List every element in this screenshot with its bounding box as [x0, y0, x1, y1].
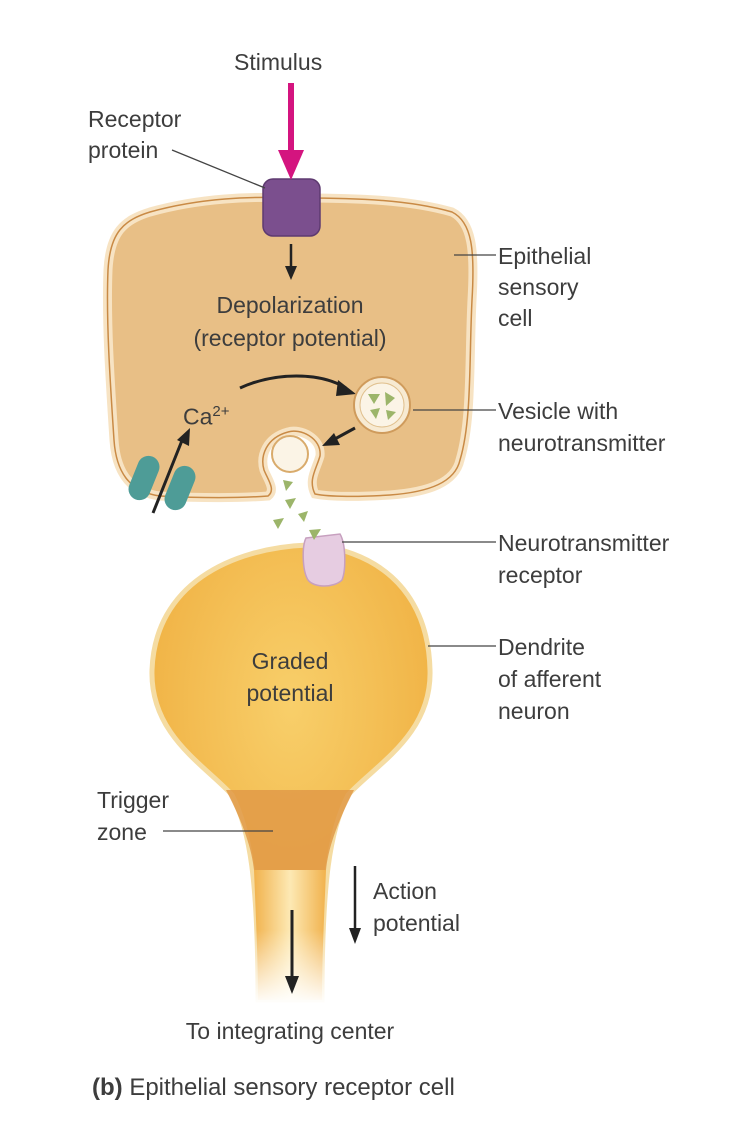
receptor-protein-label-line2: protein [88, 137, 159, 163]
exocytosis-vesicle [271, 435, 309, 473]
neurotransmitter-molecules [273, 480, 308, 529]
calcium-label: Ca2+ [183, 396, 230, 433]
receptor-protein [262, 178, 321, 237]
vesicle-label-line2: neurotransmitter [498, 430, 666, 456]
vesicle-to-membrane-arrow [322, 426, 356, 446]
dendrite-label-line3: neuron [498, 698, 570, 724]
dendrite-label-line2: of afferent [498, 666, 602, 692]
vesicle-label-line1: Vesicle with [498, 398, 619, 424]
depolarization-arrow [285, 244, 297, 280]
dendrite-label-line1: Dendrite [498, 634, 585, 660]
epithelial-label-line1: Epithelial [498, 243, 592, 269]
trigger-zone-label-line2: zone [97, 819, 147, 845]
ca-to-vesicle-arrow [239, 374, 356, 396]
vesicle-icon [353, 376, 411, 434]
trigger-zone-band [226, 790, 354, 870]
trigger-zone-label-line1: Trigger [97, 787, 169, 813]
figure-caption: (b) Epithelial sensory receptor cell [92, 1074, 455, 1102]
epithelial-label-line3: cell [498, 305, 533, 331]
graded-potential-label-line1: Graded [251, 648, 329, 674]
integrating-center-label: To integrating center [185, 1018, 395, 1044]
calcium-influx-arrow [151, 428, 190, 514]
action-potential-arrow [349, 866, 361, 944]
calcium-charge: 2+ [212, 403, 230, 420]
epithelial-label-line2: sensory [498, 274, 579, 300]
graded-potential-label-line2: potential [246, 680, 334, 706]
afferent-dendrite [149, 542, 433, 1005]
stimulus-label: Stimulus [234, 49, 323, 75]
leader-lines [163, 149, 496, 832]
calcium-symbol: Ca [183, 403, 213, 430]
depolarization-label-line1: Depolarization [216, 292, 364, 318]
receptor-protein-label-line1: Receptor [88, 106, 182, 132]
neurotransmitter-receptor [302, 529, 346, 587]
caption-text: Epithelial sensory receptor cell [129, 1074, 455, 1101]
caption-letter: (b) [92, 1074, 123, 1101]
stimulus-arrow [278, 83, 304, 180]
depolarization-label-line2: (receptor potential) [193, 325, 387, 351]
nt-receptor-label-line1: Neurotransmitter [498, 530, 670, 556]
action-potential-label-line1: Action [373, 878, 437, 904]
calcium-channel-icon [128, 455, 196, 511]
nt-receptor-label-line2: receptor [498, 562, 583, 588]
action-potential-label-line2: potential [373, 910, 460, 936]
axon-output-arrow [285, 910, 299, 994]
